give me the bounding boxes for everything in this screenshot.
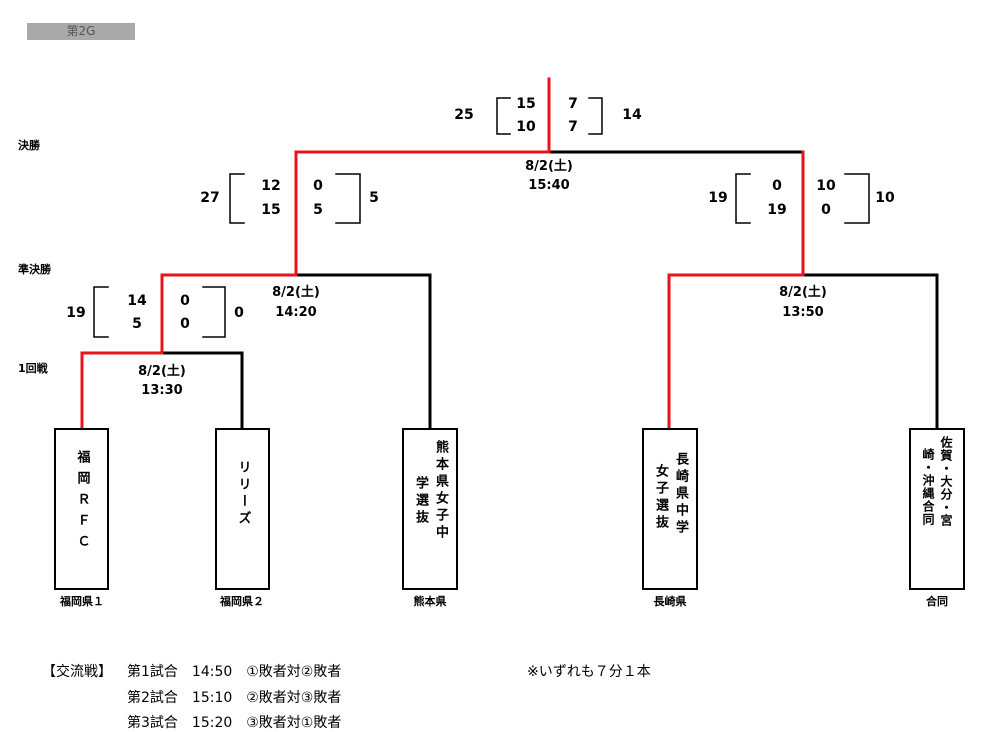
semi-right-left-total: 19 <box>708 190 728 206</box>
first-date: 8/2(土) <box>138 364 186 379</box>
semi-left-left-h2: 15 <box>261 202 281 218</box>
first-left-total: 19 <box>66 305 86 321</box>
final-time: 15:40 <box>528 178 570 193</box>
team-name: 長崎県中学 <box>673 452 688 537</box>
semi-left-right-h2: 5 <box>313 202 323 218</box>
final-right-h2: 7 <box>568 119 578 135</box>
score-bracket <box>93 286 109 338</box>
score-bracket <box>335 173 361 224</box>
team-box-joint: 佐賀・大分・宮 崎・沖縄合同 <box>909 428 965 590</box>
semi-left-right-total: 5 <box>369 190 379 206</box>
team-name: 福岡ＲＦＣ <box>74 450 90 555</box>
prefecture-label: 長崎県 <box>653 595 687 608</box>
prefecture-label: 熊本県 <box>413 595 447 608</box>
bracket-line <box>801 273 939 430</box>
final-right-total: 14 <box>622 107 642 123</box>
semi-left-left-h1: 12 <box>261 178 281 194</box>
final-left-total: 25 <box>454 107 474 123</box>
bracket-line <box>294 273 432 430</box>
score-bracket <box>735 173 751 224</box>
semi-left-left-total: 27 <box>200 190 220 206</box>
exchange-game-1: 第1試合 14:50 ①敗者対②敗者 <box>127 664 342 680</box>
semi-right-time: 13:50 <box>782 305 824 320</box>
semi-right-right-total: 10 <box>875 190 895 206</box>
prefecture-label: 合同 <box>926 595 948 608</box>
final-left-h2: 10 <box>516 119 536 135</box>
semi-left-time: 14:20 <box>275 305 317 320</box>
team-name: 佐賀・大分・宮 <box>939 436 953 527</box>
team-name-line2: 学選抜 <box>413 476 428 527</box>
score-bracket <box>844 173 870 224</box>
final-date: 8/2(土) <box>525 159 573 174</box>
team-name-line2: 女子選抜 <box>653 464 668 532</box>
first-time: 13:30 <box>141 383 183 398</box>
round-label-first: 1回戦 <box>18 362 48 375</box>
prefecture-label: 福岡県２ <box>220 595 264 608</box>
score-bracket <box>496 97 511 135</box>
team-box-nagasaki: 長崎県中学 女子選抜 <box>642 428 698 590</box>
group-tag: 第2G <box>27 23 135 40</box>
team-box-lillies: リリーズ <box>215 428 270 590</box>
final-right-h1: 7 <box>568 96 578 112</box>
team-name: リリーズ <box>235 460 251 528</box>
semi-right-right-h2: 0 <box>821 202 831 218</box>
final-left-h1: 15 <box>516 96 536 112</box>
team-box-fukuoka-rfc: 福岡ＲＦＣ <box>54 428 109 590</box>
semi-right-left-h2: 19 <box>767 202 787 218</box>
rule-note: ※いずれも７分１本 <box>527 664 651 680</box>
exchange-game-2: 第2試合 15:10 ②敗者対③敗者 <box>127 690 342 706</box>
first-right-total: 0 <box>234 305 244 321</box>
bracket-line <box>160 351 244 430</box>
score-bracket <box>588 97 603 135</box>
score-bracket <box>202 286 226 338</box>
semi-right-date: 8/2(土) <box>779 285 827 300</box>
team-name-line2: 崎・沖縄合同 <box>921 448 935 526</box>
first-left-h2: 5 <box>132 316 142 332</box>
team-box-kumamoto: 熊本県女子中 学選抜 <box>402 428 458 590</box>
semi-right-right-h1: 10 <box>816 178 836 194</box>
prefecture-label: 福岡県１ <box>60 595 104 608</box>
exchange-game-3: 第3試合 15:20 ③敗者対①敗者 <box>127 715 342 731</box>
semi-left-right-h1: 0 <box>313 178 323 194</box>
first-left-h1: 14 <box>127 293 147 309</box>
first-right-h1: 0 <box>180 293 190 309</box>
winner-line <box>80 77 551 430</box>
winner-line <box>667 150 805 430</box>
semi-right-left-h1: 0 <box>772 178 782 194</box>
team-name: 熊本県女子中 <box>433 440 448 542</box>
score-bracket <box>229 173 245 224</box>
first-right-h2: 0 <box>180 316 190 332</box>
semi-left-date: 8/2(土) <box>272 285 320 300</box>
exchange-label: 【交流戦】 <box>42 664 112 680</box>
round-label-final: 決勝 <box>18 139 40 152</box>
round-label-semi: 準決勝 <box>18 263 51 276</box>
